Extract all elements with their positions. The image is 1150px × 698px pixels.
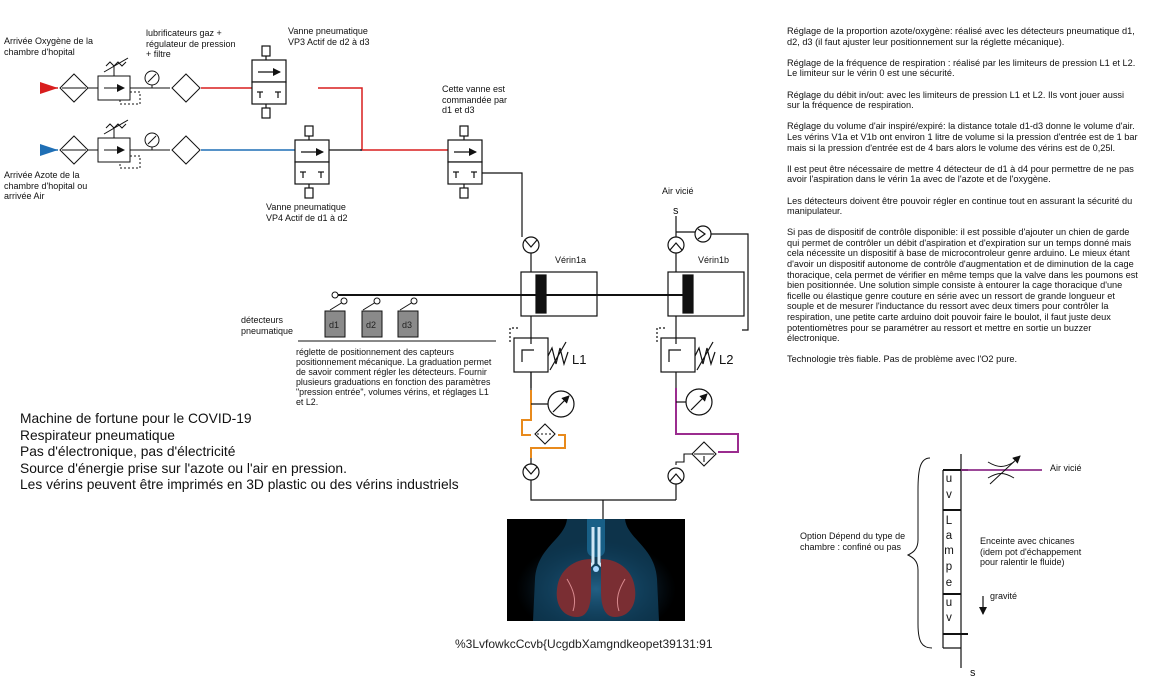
note-volume: Réglage du volume d'air inspiré/expiré: …	[787, 121, 1138, 153]
d1-label: d1	[329, 320, 339, 330]
common-rod	[331, 291, 683, 299]
oxygen-conditioning-group	[59, 57, 201, 105]
note-frequency: Réglage de la fréquence de respiration :…	[787, 57, 1136, 79]
valve-vp3-label: Vanne pneumatique VP3 Actif de d2 à d3	[288, 26, 370, 47]
option-bracket	[906, 457, 933, 649]
detector-d2	[361, 310, 383, 338]
lungs-illustration	[507, 519, 685, 639]
uv-bottom-u: u	[945, 597, 953, 609]
nitrogen-inlet-arrow-icon	[40, 144, 58, 156]
lamp-letter-a: a	[945, 530, 953, 542]
uv-bottom-v: v	[946, 612, 952, 624]
option-label: Option Dépend du type de chambre : confi…	[800, 531, 906, 552]
lungs-image	[507, 519, 685, 639]
cylinder-1b	[667, 216, 749, 338]
valve-commanded	[447, 125, 523, 232]
valve-commanded-label: Cette vanne est commandée par d1 et d3	[442, 84, 508, 115]
l2-exhaust-line	[675, 372, 739, 453]
gauge-l1	[531, 390, 575, 418]
enclosure-label: Enceinte avec chicanes (idem pot d'échap…	[980, 536, 1082, 567]
detectors-label: détecteurs pneumatique	[241, 315, 294, 336]
cylinder-1b-label: Vérin1b	[698, 255, 730, 265]
note-reliability: Technologie très fiable. Pas de problème…	[787, 354, 1018, 365]
note-detectors-count: Il est peut être nécessaire de mettre 4 …	[787, 163, 1134, 185]
summary-line: Respirateur pneumatique	[20, 427, 175, 443]
limiter-l2	[656, 327, 716, 373]
cylinder-1a	[520, 232, 598, 338]
lubricators-label: lubrificateurs gaz + régulateur de press…	[146, 28, 236, 59]
filter-l1	[534, 423, 556, 445]
uv-enclosure	[942, 454, 968, 668]
detector-d1	[324, 310, 346, 338]
summary-line: Les vérins peuvent être imprimés en 3D p…	[20, 477, 459, 493]
lamp-letter-p: p	[945, 561, 953, 573]
stale-air-restrictor	[961, 455, 1042, 485]
s-top-label: s	[673, 205, 679, 217]
image-caption: %3LvfowkcCcvb{UcgdbXamgndkeopet39131:91	[455, 637, 713, 651]
summary-line: Pas d'électronique, pas d'électricité	[20, 444, 236, 460]
stale-air-right-label: Air vicié	[1050, 463, 1082, 473]
l2-label: L2	[719, 352, 734, 367]
detectors	[298, 297, 496, 342]
l1-exhaust-line	[521, 372, 566, 458]
d3-label: d3	[402, 320, 412, 330]
note-proportion: Réglage de la proportion azote/oxygène: …	[787, 26, 1135, 47]
summary-line: Machine de fortune pour le COVID-19	[20, 411, 252, 426]
nitrogen-inlet-label: Arrivée Azote de la chambre d'hopital ou…	[4, 170, 88, 201]
ruler-label: réglette de positionnement des capteurs …	[296, 347, 492, 407]
check-valve-l1-out	[522, 458, 676, 501]
valve-vp4	[294, 125, 362, 199]
cylinder-1a-label: Vérin1a	[555, 255, 587, 265]
summary-line: Source d'énergie prise sur l'azote ou l'…	[20, 460, 347, 476]
oxygen-inlet-arrow-icon	[40, 82, 58, 94]
gravity-label: gravité	[990, 591, 1018, 601]
lamp-letter-m: m	[944, 545, 954, 557]
nitrogen-conditioning-group	[59, 119, 201, 169]
stale-air-label: Air vicié	[662, 186, 694, 196]
filter-l2	[675, 441, 717, 467]
limiter-l1	[509, 327, 569, 388]
gauge-l2	[676, 388, 713, 416]
oxygen-inlet-label: Arrivée Oxygène de la chambre d'hopital	[4, 36, 94, 57]
note-flow: Réglage du débit in/out: avec les limite…	[787, 89, 1125, 111]
s-bottom-label: s	[970, 667, 976, 679]
uv-top-u: u	[945, 473, 953, 485]
check-valve-l2-out	[667, 467, 685, 500]
summary: Machine de fortune pour le COVID-19 Resp…	[20, 411, 500, 494]
uv-top-v: v	[946, 489, 952, 501]
notes: Réglage de la proportion azote/oxygène: …	[787, 26, 1139, 376]
l1-label: L1	[572, 352, 587, 367]
lamp-letter-l: L	[945, 515, 953, 527]
lamp-letter-e: e	[945, 577, 953, 589]
detector-d3	[397, 310, 419, 338]
valve-vp3	[251, 45, 287, 119]
note-watchdog: Si pas de dispositif de contrôle disponi…	[787, 227, 1138, 344]
d2-label: d2	[366, 320, 376, 330]
note-detectors-safety: Les détecteurs doivent être pouvoir régl…	[787, 195, 1133, 217]
valve-vp4-label: Vanne pneumatique VP4 Actif de d1 à d2	[266, 202, 348, 223]
